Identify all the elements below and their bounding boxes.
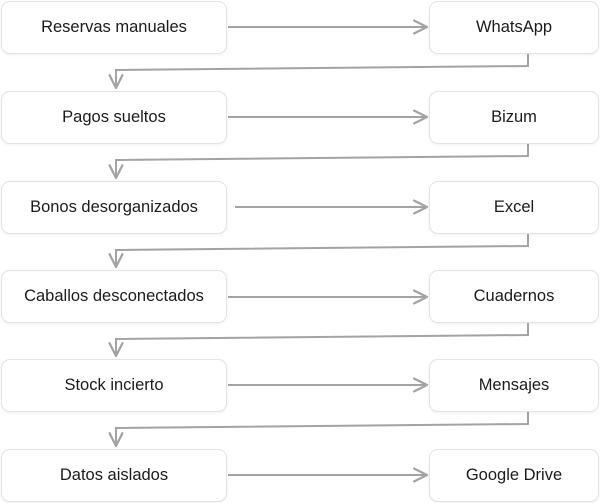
return-connector-1 bbox=[108, 54, 529, 90]
node-label: Bonos desorganizados bbox=[30, 198, 198, 216]
node-label: Caballos desconectados bbox=[24, 287, 204, 305]
return-connector-3 bbox=[108, 234, 529, 269]
node-problem-6: Datos aislados bbox=[1, 449, 227, 502]
node-label: Pagos sueltos bbox=[62, 108, 166, 126]
node-tool-2: Bizum bbox=[429, 91, 599, 144]
node-problem-1: Reservas manuales bbox=[1, 1, 227, 54]
node-label: Mensajes bbox=[478, 376, 550, 394]
return-connector-5 bbox=[108, 412, 529, 448]
node-tool-4: Cuadernos bbox=[429, 270, 599, 323]
node-tool-3: Excel bbox=[429, 181, 599, 234]
node-problem-3: Bonos desorganizados bbox=[1, 181, 227, 234]
return-connector-4 bbox=[108, 323, 529, 358]
return-connector-2 bbox=[108, 144, 529, 180]
node-problem-4: Caballos desconectados bbox=[1, 270, 227, 323]
node-label: Datos aislados bbox=[59, 466, 169, 484]
node-problem-2: Pagos sueltos bbox=[1, 91, 227, 144]
node-label: Cuadernos bbox=[473, 287, 555, 305]
node-problem-5: Stock incierto bbox=[1, 359, 227, 412]
node-tool-5: Mensajes bbox=[429, 359, 599, 412]
node-tool-1: WhatsApp bbox=[429, 1, 599, 54]
node-label: Stock incierto bbox=[64, 376, 164, 394]
node-label: Bizum bbox=[491, 108, 537, 126]
node-label: WhatsApp bbox=[475, 18, 553, 36]
node-tool-6: Google Drive bbox=[429, 449, 599, 502]
node-label: Google Drive bbox=[465, 466, 563, 484]
node-label: Reservas manuales bbox=[41, 18, 187, 36]
node-label: Excel bbox=[493, 198, 535, 216]
